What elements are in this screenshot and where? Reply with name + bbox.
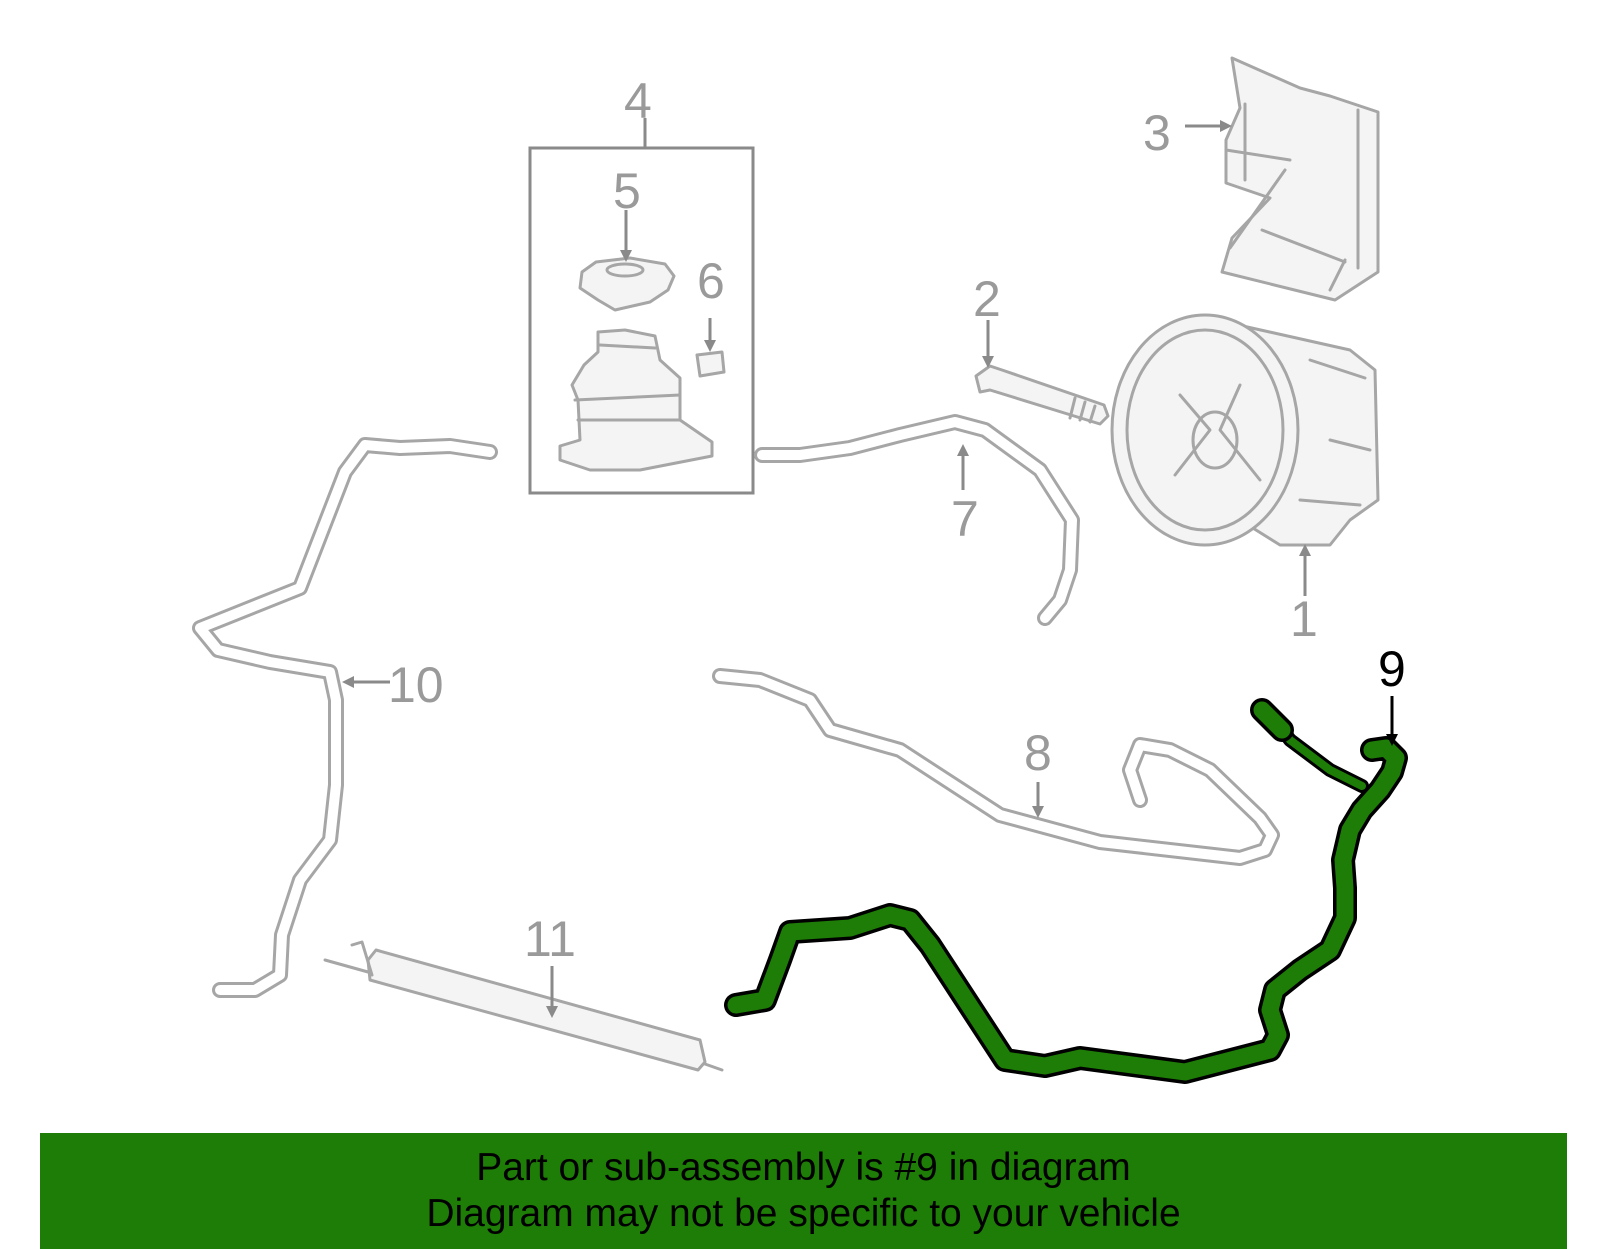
callout-label-11: 11 [524,911,576,967]
callout-label-2: 2 [973,271,1001,327]
part-3-bracket[interactable] [1220,56,1380,302]
reservoir-body [558,328,714,472]
callout-arrows [342,118,1398,1018]
callout-label-8: 8 [1024,725,1052,781]
part-5-cap[interactable] [578,256,676,312]
part-2-bolt[interactable] [974,364,1110,426]
part-4-reservoir-assembly[interactable] [528,146,755,495]
callout-label-7: 7 [951,491,979,547]
part-8-hose[interactable] [712,668,1280,866]
part-7-hose[interactable] [754,414,1080,626]
callout-label-4: 4 [624,73,652,129]
part-9-hose-highlighted[interactable] [724,698,1408,1084]
part-11-cooler[interactable] [323,940,724,1072]
callout-label-9: 9 [1378,641,1406,697]
info-banner: Part or sub-assembly is #9 in diagram Di… [40,1133,1567,1249]
callout-label-6: 6 [697,253,725,309]
callout-label-3: 3 [1143,105,1171,161]
part-6-grommet[interactable] [695,350,726,378]
part-1-pump[interactable] [1110,313,1380,547]
banner-line-1: Part or sub-assembly is #9 in diagram [476,1146,1131,1189]
part-10-tube[interactable] [192,437,498,998]
callout-label-5: 5 [613,163,641,219]
callout-label-10: 10 [388,657,444,713]
banner-line-2: Diagram may not be specific to your vehi… [426,1192,1181,1235]
callout-label-1: 1 [1290,591,1318,647]
